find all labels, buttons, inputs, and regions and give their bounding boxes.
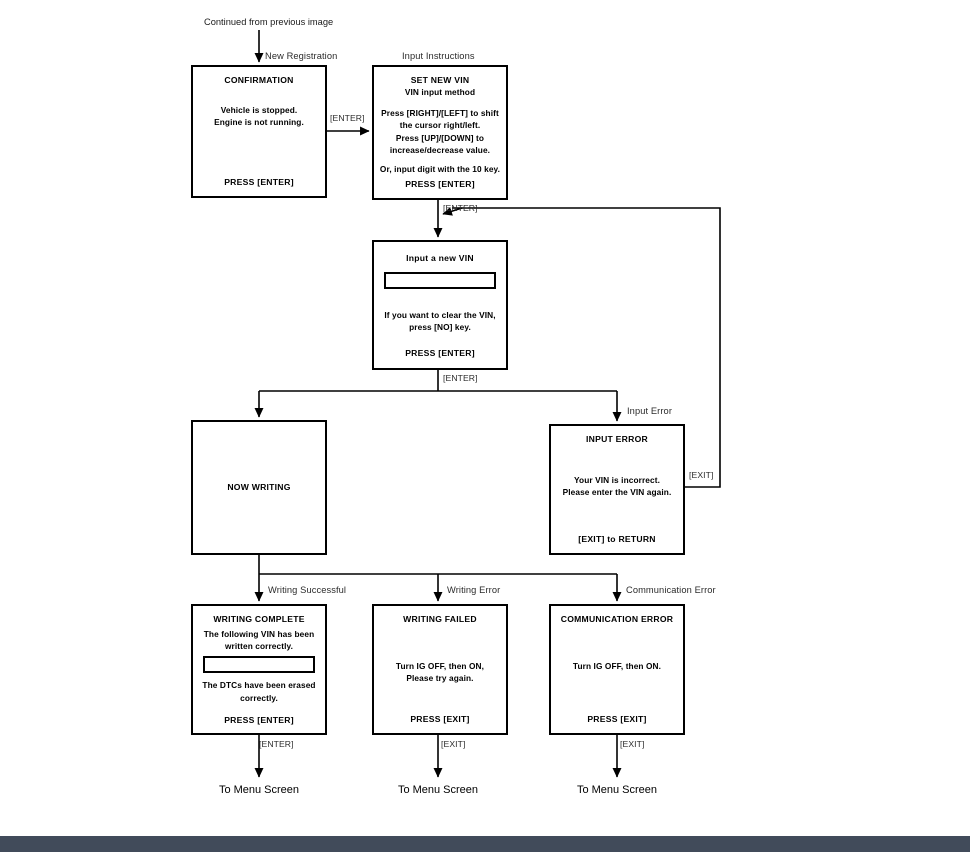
- page-footer-bar: [0, 836, 970, 852]
- edge-label-enter-setnewvin: [ENTER]: [443, 203, 478, 213]
- inputerror-title: INPUT ERROR: [586, 434, 648, 444]
- setnewvin-line-1: Press [RIGHT]/[LEFT] to shift: [381, 108, 499, 119]
- writingcomplete-line-2: written correctly.: [224, 641, 294, 652]
- inputnewvin-footer: PRESS [ENTER]: [405, 347, 475, 358]
- setnewvin-title: SET NEW VIN: [410, 75, 470, 85]
- writingcomplete-line-4: correctly.: [240, 692, 278, 703]
- writingcomplete-title: WRITING COMPLETE: [213, 614, 305, 624]
- inputnewvin-line-2: press [NO] key.: [409, 322, 471, 333]
- screen-box-set-new-vin[interactable]: SET NEW VIN VIN input method Press [RIGH…: [372, 65, 508, 200]
- writingcomplete-line-1: The following VIN has been: [203, 629, 315, 640]
- screen-box-input-new-vin[interactable]: Input a new VIN If you want to clear the…: [372, 240, 508, 370]
- writingfailed-footer: PRESS [EXIT]: [410, 713, 470, 724]
- writingfailed-title: WRITING FAILED: [403, 614, 477, 624]
- nowwriting-title: NOW WRITING: [227, 482, 291, 493]
- node-label-communication-error: Communication Error: [626, 585, 716, 595]
- written-vin-field: [203, 656, 315, 674]
- caption-continued-from-previous: Continued from previous image: [204, 17, 334, 27]
- screen-box-writing-failed[interactable]: WRITING FAILED Turn IG OFF, then ON, Ple…: [372, 604, 508, 735]
- path-exit-feedback-loop: [452, 207, 721, 488]
- screen-box-writing-complete[interactable]: WRITING COMPLETE The following VIN has b…: [191, 604, 327, 735]
- node-label-writing-error: Writing Error: [447, 585, 501, 595]
- node-label-new-registration: New Registration: [265, 51, 338, 61]
- commerror-line-1: Turn IG OFF, then ON.: [572, 661, 662, 672]
- writingfailed-line-1: Turn IG OFF, then ON,: [395, 661, 485, 672]
- confirmation-title: CONFIRMATION: [224, 75, 294, 85]
- inputerror-line-2: Please enter the VIN again.: [562, 487, 672, 498]
- edge-label-enter-complete: [ENTER]: [259, 739, 294, 749]
- setnewvin-footer: PRESS [ENTER]: [405, 178, 475, 189]
- setnewvin-line-3: Press [UP]/[DOWN] to: [395, 132, 485, 143]
- writingfailed-line-2: Please try again.: [406, 673, 474, 684]
- setnewvin-line-5: Or, input digit with the 10 key.: [379, 163, 501, 174]
- setnewvin-line-2: the cursor right/left.: [399, 120, 481, 131]
- terminal-to-menu-screen-left: To Menu Screen: [218, 784, 300, 796]
- edge-label-exit-failed: [EXIT]: [441, 739, 466, 749]
- commerror-footer: PRESS [EXIT]: [587, 713, 647, 724]
- node-label-input-error: Input Error: [627, 406, 673, 416]
- screen-box-now-writing[interactable]: NOW WRITING: [191, 420, 327, 555]
- confirmation-line-2: Engine is not running.: [214, 117, 304, 128]
- arrow-exit-feedback-head: [442, 207, 463, 216]
- edge-label-enter-confirmation: [ENTER]: [330, 113, 365, 123]
- node-label-input-instructions: Input Instructions: [402, 51, 475, 61]
- screen-box-input-error[interactable]: INPUT ERROR Your VIN is incorrect. Pleas…: [549, 424, 685, 555]
- inputnewvin-line-1: If you want to clear the VIN,: [384, 310, 496, 321]
- vin-input-field[interactable]: [384, 272, 496, 290]
- inputnewvin-title: Input a new VIN: [406, 253, 474, 263]
- terminal-to-menu-screen-middle: To Menu Screen: [397, 784, 479, 796]
- writingcomplete-line-3: The DTCs have been erased: [202, 680, 316, 691]
- setnewvin-subtitle: VIN input method: [404, 87, 476, 98]
- edge-label-exit-comm: [EXIT]: [620, 739, 645, 749]
- screen-box-confirmation[interactable]: CONFIRMATION Vehicle is stopped. Engine …: [191, 65, 327, 198]
- writingcomplete-footer: PRESS [ENTER]: [224, 714, 294, 725]
- inputerror-footer: [EXIT] to RETURN: [578, 533, 656, 544]
- edge-label-exit-loop: [EXIT]: [689, 470, 714, 480]
- node-label-writing-successful: Writing Successful: [268, 585, 347, 595]
- edge-label-enter-inputvin: [ENTER]: [443, 373, 478, 383]
- setnewvin-line-4: increase/decrease value.: [389, 144, 491, 155]
- terminal-to-menu-screen-right: To Menu Screen: [576, 784, 658, 796]
- confirmation-footer: PRESS [ENTER]: [224, 176, 294, 187]
- confirmation-line-1: Vehicle is stopped.: [220, 105, 298, 116]
- commerror-title: COMMUNICATION ERROR: [560, 614, 674, 624]
- screen-box-communication-error[interactable]: COMMUNICATION ERROR Turn IG OFF, then ON…: [549, 604, 685, 735]
- inputerror-line-1: Your VIN is incorrect.: [574, 475, 660, 486]
